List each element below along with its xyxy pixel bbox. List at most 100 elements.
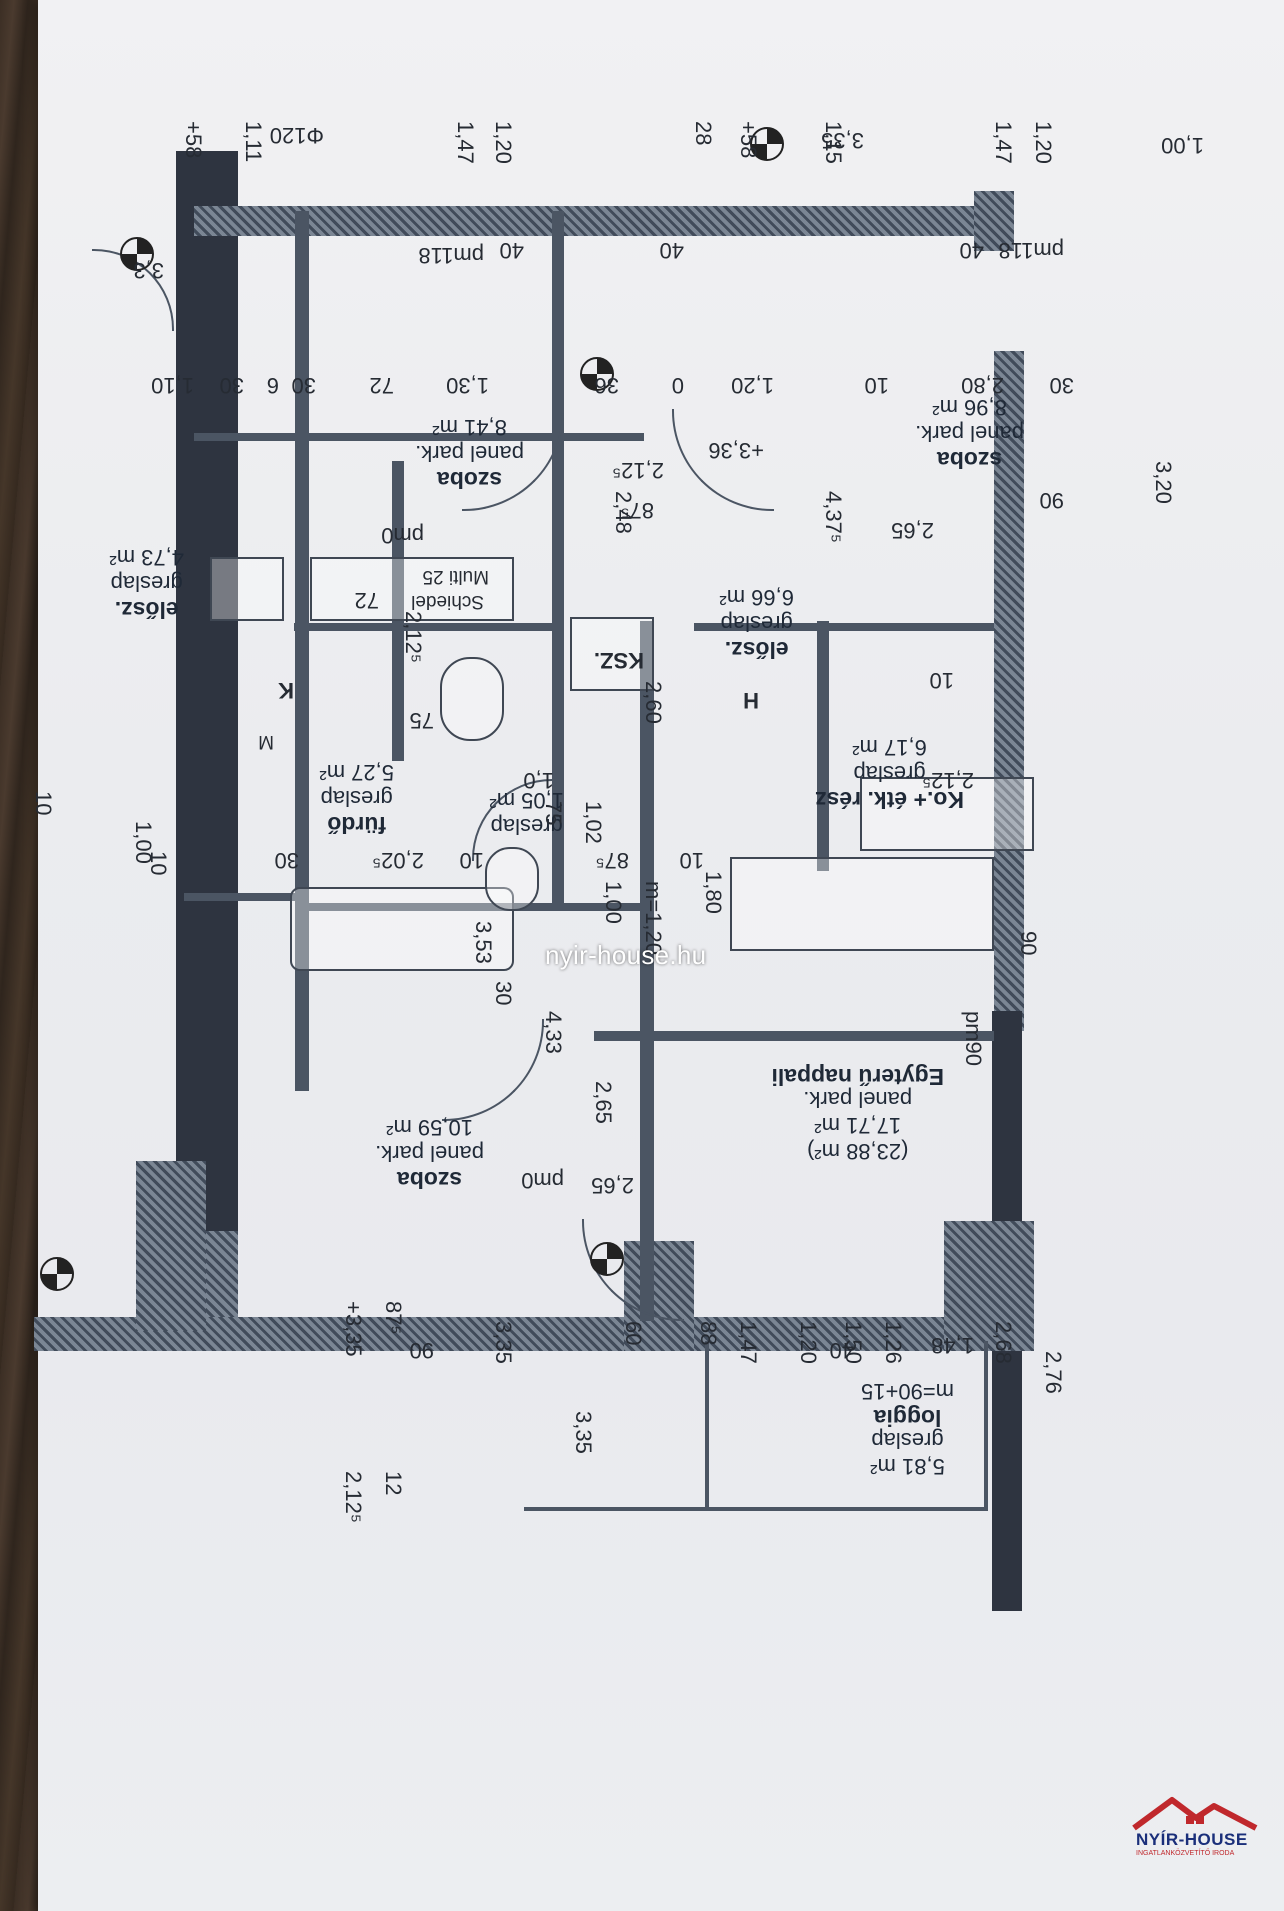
room-floor: greslap: [720, 611, 793, 636]
wall-loggia-side2: [705, 1341, 709, 1511]
room-floor: panel park.: [915, 421, 1024, 446]
dim-misc-9: 3,20: [1151, 461, 1176, 504]
dim-misc-53: 12: [381, 1471, 406, 1496]
kitchen-counter: [730, 857, 994, 951]
room-szoba-b: szoba panel park. 8,96 m²: [915, 395, 1024, 473]
dim-misc-31: pm0: [381, 523, 424, 548]
dim-misc-14: 75: [541, 801, 566, 826]
label-multi: Multi 25: [422, 566, 489, 587]
room-eloszoba-center: elősz. greslap 6,66 m²: [719, 585, 794, 663]
room-floor: greslap: [110, 571, 183, 596]
door-arc-2: [442, 1019, 544, 1121]
room-floor: panel park.: [375, 1141, 484, 1166]
room-name: szoba: [436, 467, 503, 493]
dim-misc-22: 10: [929, 668, 954, 693]
dim-misc-8: +3,36: [708, 438, 764, 463]
dim-height-8: +58: [736, 121, 761, 159]
room-loggia: 5,81 m² greslap loggia m=90+15: [861, 1379, 954, 1481]
dim-misc-0: 40: [499, 238, 524, 263]
bathroom-sink: [440, 657, 504, 741]
wall-outer-right: [176, 151, 238, 1231]
room-area: 8,96 m²: [932, 395, 1007, 420]
level-marker-5: [40, 1257, 74, 1291]
dim-top-3: 30: [291, 373, 316, 398]
room-area: 17,71 m²: [814, 1113, 902, 1138]
dim-misc-2: 40: [959, 238, 984, 263]
dim-misc-32: 2,65: [891, 518, 934, 543]
dim-top-6: 36: [594, 373, 619, 398]
room-name: elősz.: [114, 597, 179, 623]
paper-sheet: [38, 0, 1284, 1911]
dim-mid-3: 87⁵: [595, 848, 629, 873]
dim-misc-20: 1,80: [701, 871, 726, 914]
dim-misc-51: 87⁵: [381, 1301, 406, 1335]
dim-top-4: 72: [369, 373, 394, 398]
dim-misc-48: 3,35: [491, 1321, 516, 1364]
room-name: szoba: [936, 447, 1003, 473]
watermark: nyir-house.hu: [545, 940, 707, 970]
dim-mid-4: 10: [679, 848, 704, 873]
dim-misc-46: 2,68: [991, 1321, 1016, 1364]
dim-misc-17: 2,12⁵: [401, 611, 426, 663]
dim-top-10: 2,80: [961, 373, 1004, 398]
dim-height-9: +58: [181, 121, 206, 159]
label-ksz: KSZ.: [593, 648, 644, 673]
dim-misc-4: pm118: [998, 238, 1064, 263]
dim-misc-25: 10: [146, 851, 171, 876]
dim-misc-27: 4,33: [541, 1011, 566, 1054]
dim-misc-29: pm90: [961, 1011, 986, 1067]
room-area-total: (23,88 m²): [806, 1139, 909, 1164]
dim-height-6: 1,11: [241, 121, 266, 163]
room-floor: greslap: [871, 1428, 944, 1453]
dim-misc-43: 1,20: [796, 1321, 821, 1364]
dim-misc-15: 1,0: [523, 768, 554, 793]
dim-misc-1: 40: [659, 238, 684, 263]
dim-misc-28: 30: [491, 981, 516, 1006]
dim-height-2: 1,47: [991, 121, 1016, 164]
wall-h-5: [184, 893, 304, 901]
logo-name: NYÍR-HOUSE: [1136, 1830, 1248, 1849]
room-name: fürdő: [327, 812, 387, 838]
dim-height-1: 1,20: [491, 121, 516, 164]
room-area: 10,59 m²: [386, 1115, 473, 1140]
toilet: [485, 847, 539, 911]
dim-misc-47: 2,76: [1041, 1351, 1066, 1394]
room-area: 6,17 m²: [852, 735, 927, 760]
room-furdo: fürdő greslap 5,27 m²: [319, 760, 394, 838]
dim-top-0: 1,10: [151, 373, 194, 398]
dim-misc-11: 72: [354, 588, 379, 613]
dim-misc-23: 2,12⁵: [922, 768, 974, 793]
label-m: M: [258, 731, 274, 752]
dim-mid-2: 10: [459, 848, 484, 873]
dim-misc-13: 1,02: [581, 801, 606, 844]
room-name: elősz.: [724, 637, 789, 663]
dim-mid-1: 2,02⁵: [372, 848, 424, 873]
dim-top-5: 1,30: [446, 373, 489, 398]
room-name: szoba: [396, 1167, 463, 1193]
dim-misc-44: 1,50: [841, 1321, 866, 1364]
dim-height-11: 3,3: [133, 258, 164, 283]
wall-loggia-left-post: [944, 1221, 1034, 1351]
house-roof-icon: [1132, 1797, 1258, 1831]
dim-misc-45: 1,26: [881, 1321, 906, 1364]
dim-height-10: 3,35: [821, 128, 864, 153]
wall-loggia-side: [984, 1341, 988, 1511]
room-eloszoba-left: elősz. greslap 4,73 m²: [109, 545, 184, 623]
dim-top-8: 1,20: [731, 373, 774, 398]
label-phi: Φ120: [269, 123, 324, 148]
dim-misc-40: 60: [621, 1321, 646, 1346]
level-marker-4: [590, 1242, 624, 1276]
washing-unit: [210, 557, 284, 621]
dim-misc-26: 3,53: [471, 921, 496, 964]
dim-height-7: 1,00: [1161, 133, 1204, 158]
room-area: 6,66 m²: [719, 585, 794, 610]
room-area: 8,41 m²: [432, 415, 507, 440]
dim-height-4: 28: [691, 121, 716, 146]
wall-bottom-edge: [194, 206, 984, 236]
dim-mid-0: 30: [274, 848, 299, 873]
label-schiedel: Schiedel: [411, 591, 484, 612]
dim-height-3: 1,20: [1031, 121, 1056, 164]
room-area: 5,81 m²: [870, 1454, 945, 1479]
dim-misc-37: 90: [409, 1338, 434, 1363]
